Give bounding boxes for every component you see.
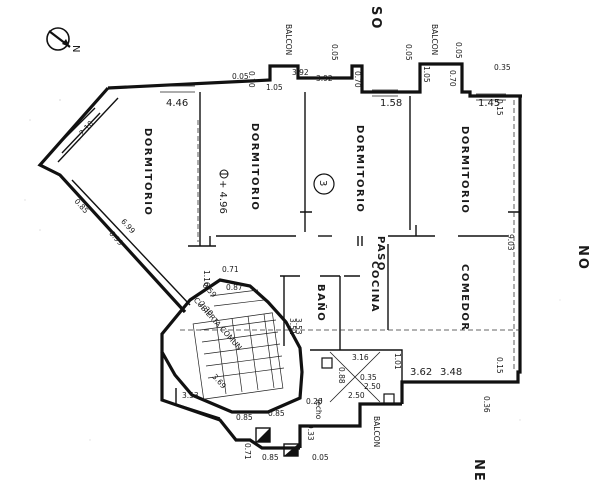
dim-0-35: 0.35 (494, 63, 511, 72)
dim-1-16: 1.16 (202, 270, 211, 287)
top-window-marks (160, 85, 506, 101)
dim-3-53: 3.53 (182, 391, 199, 400)
room-label-dormitorio-2: DORMITORIO (249, 123, 260, 211)
lower-left-wall (160, 352, 300, 450)
dim-0-05-bot: 0.05 (312, 453, 329, 462)
dim-0-05-top-d: 0.05 (454, 42, 463, 59)
dim-0-71-a: 0.71 (222, 265, 239, 274)
stair-core-wall (160, 278, 304, 414)
dim-0-71-b: 0.71 (243, 443, 252, 460)
kitchen-bottom-wall (310, 349, 403, 382)
dim-0-15-a: 0.15 (495, 99, 504, 116)
dim-0-05-top-a: 0.05 (232, 72, 249, 81)
dim-0-70-a: 0.70 (247, 71, 256, 88)
room-label-balcon-2: BALCON (430, 24, 439, 55)
dim-3-16: 3.16 (352, 353, 369, 362)
dim-0-33: 0.33 (306, 424, 315, 441)
dim-0-15-b: 0.15 (495, 357, 504, 374)
unit-number-circle (313, 173, 335, 195)
left-slanted-wall (37, 86, 187, 314)
north-arrow-icon (46, 27, 71, 51)
dim-1-05-a: 1.05 (266, 83, 283, 92)
room-label-dormitorio-1: DORMITORIO (142, 128, 153, 216)
room-label-techo: Techo (314, 397, 323, 420)
dim-3-62: 3.62 (410, 367, 432, 378)
dim-0-36: 0.36 (482, 396, 491, 413)
left-slanted-wall-inner (57, 97, 191, 306)
dim-1-58: 1.58 (380, 98, 402, 109)
orientation-no: NO (575, 245, 590, 271)
lower-balcony-rail (175, 388, 221, 419)
dim-0-35-b: 0.35 (360, 373, 377, 382)
wardrobe-ticks (188, 211, 520, 247)
unit-number: 3 (317, 180, 328, 186)
stair-flight (192, 289, 285, 400)
room-label-dormitorio-4: DORMITORIO (459, 126, 470, 214)
dim-1-45: 1.45 (478, 98, 500, 109)
room-label-balcon-1: BALCON (284, 24, 293, 55)
dim-0-87: 0.87 (226, 283, 243, 292)
dim-3-51: 3.51 (288, 318, 297, 335)
dim-1-01: 1.01 (393, 353, 402, 370)
dim-0-88: 0.88 (337, 367, 346, 384)
room-label-balcon-3: BALCON (372, 416, 381, 447)
dim-2-50-a: 2.50 (348, 391, 365, 400)
top-exterior-wall (107, 62, 522, 98)
room-label-cocina: COCINA (369, 261, 380, 313)
dim-0-85-a: 0.85 (236, 413, 253, 422)
dim-0-85-c: 0.85 (268, 409, 285, 418)
paper-speckle (24, 99, 561, 441)
dim-2-50-b: 2.50 (364, 382, 381, 391)
dim-1-05-b: 1.05 (422, 66, 431, 83)
left-balcony-rail (54, 107, 101, 154)
dim-3-92-b: 3.92 (316, 74, 333, 83)
room-label-paso: PASO (375, 236, 386, 272)
kitchen-x-mark (329, 351, 381, 403)
north-letter: N (70, 45, 81, 52)
level-marker-icon (219, 169, 229, 179)
room-label-bano: BAÑO (315, 284, 328, 322)
dim-0-70-b: 0.70 (353, 71, 362, 88)
dim-9-03: 9.03 (506, 234, 515, 251)
orientation-ne: NE (471, 459, 486, 483)
level-mark-text: + 4.96 (217, 180, 228, 214)
dim-0-85-d: 0.85 (72, 197, 90, 216)
dim-3-92-a: 3.92 (292, 68, 309, 77)
room-label-dormitorio-3: DORMITORIO (354, 125, 365, 213)
lower-balcony-wall (298, 402, 402, 448)
orientation-so: SO (368, 6, 383, 30)
dim-4-46: 4.46 (166, 98, 188, 109)
shaft-icons (255, 357, 395, 457)
dim-0-05-top-b: 0.05 (330, 44, 339, 61)
dim-3-48: 3.48 (440, 367, 462, 378)
dim-3-53-b: 3.53 (294, 318, 303, 335)
right-exterior-wall (400, 96, 522, 404)
room-label-comedor: COMEDOR (459, 264, 470, 332)
dim-0-70-c: 0.70 (448, 70, 457, 87)
dim-0-20: 0.20 (306, 397, 323, 406)
dim-0-05-top-c: 0.05 (404, 44, 413, 61)
dim-0-85-b: 0.85 (262, 453, 279, 462)
